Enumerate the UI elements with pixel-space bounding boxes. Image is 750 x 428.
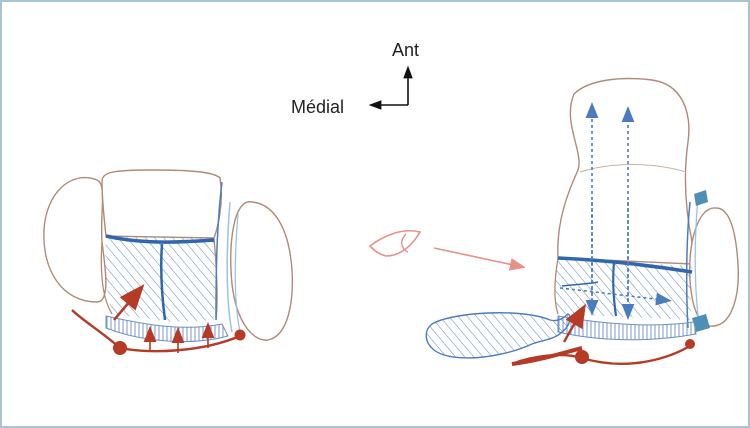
left-diagram: [44, 170, 293, 355]
right-diagram: [426, 79, 738, 364]
leaf-flap: [426, 313, 570, 358]
bottom-band-2: [558, 316, 696, 340]
view-arrow: [434, 248, 518, 266]
left-oval: [44, 178, 106, 302]
eye-icon: [370, 231, 420, 256]
orientation-arrows: [375, 72, 408, 105]
right-oval: [231, 202, 293, 340]
upper-chamber: [102, 170, 221, 238]
anterior-label: Ant: [392, 40, 419, 60]
orientation-indicator: Ant Médial: [291, 40, 419, 117]
tall-chamber: [558, 79, 692, 264]
medial-label: Médial: [291, 97, 344, 117]
